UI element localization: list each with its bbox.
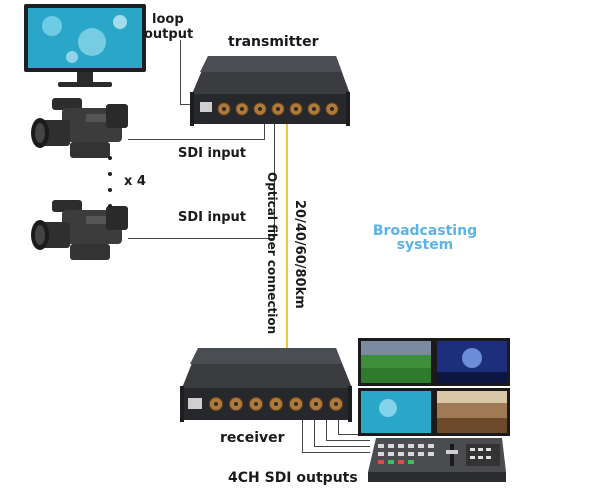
ellipsis-dots [108,152,114,212]
optical-fiber-label: Optical fiber connection [265,172,279,335]
broadcasting-system-label: Broadcasting system [370,224,480,252]
broadcasting-label-line2: system [396,237,454,253]
sdi-input-cable-2 [274,114,275,239]
sdi-output-cable [326,440,370,441]
camera-icon [31,98,128,158]
receiver-label: receiver [220,430,285,446]
transmitter-label: transmitter [228,34,319,50]
sdi-output-cable [338,434,370,435]
sdi-output-cable [326,412,327,440]
loop-output-label: loop output [144,12,193,42]
count-label: x 4 [124,174,146,189]
loop-output-label-line2: output [144,27,194,42]
video-wall [358,338,510,436]
sdi-output-cable [314,446,370,447]
sdi-input-label-2: SDI input [178,210,247,225]
sdi-input-cable-2 [128,238,274,239]
camera-icon [31,200,128,260]
sdi-input-label-1: SDI input [178,146,247,161]
transmitter-device [190,56,350,126]
sdi-output-cable [338,412,339,434]
loop-output-label-line1: loop [152,12,184,27]
sdi-output-cable [314,412,315,446]
switcher-console [368,438,506,482]
receiver-device [180,348,352,422]
sdi-input-cable-1 [128,139,264,140]
sdi-input-cable-1 [264,114,265,140]
sdi-output-cable [302,452,370,453]
optical-fiber-line [286,116,288,352]
sdi-output-cable [302,412,303,452]
monitor-icon [24,4,146,87]
outputs-label: 4CH SDI outputs [228,470,358,486]
broadcasting-label-line1: Broadcasting [372,223,478,239]
loop-output-cable [180,40,181,104]
distance-label: 20/40/60/80km [292,200,307,309]
